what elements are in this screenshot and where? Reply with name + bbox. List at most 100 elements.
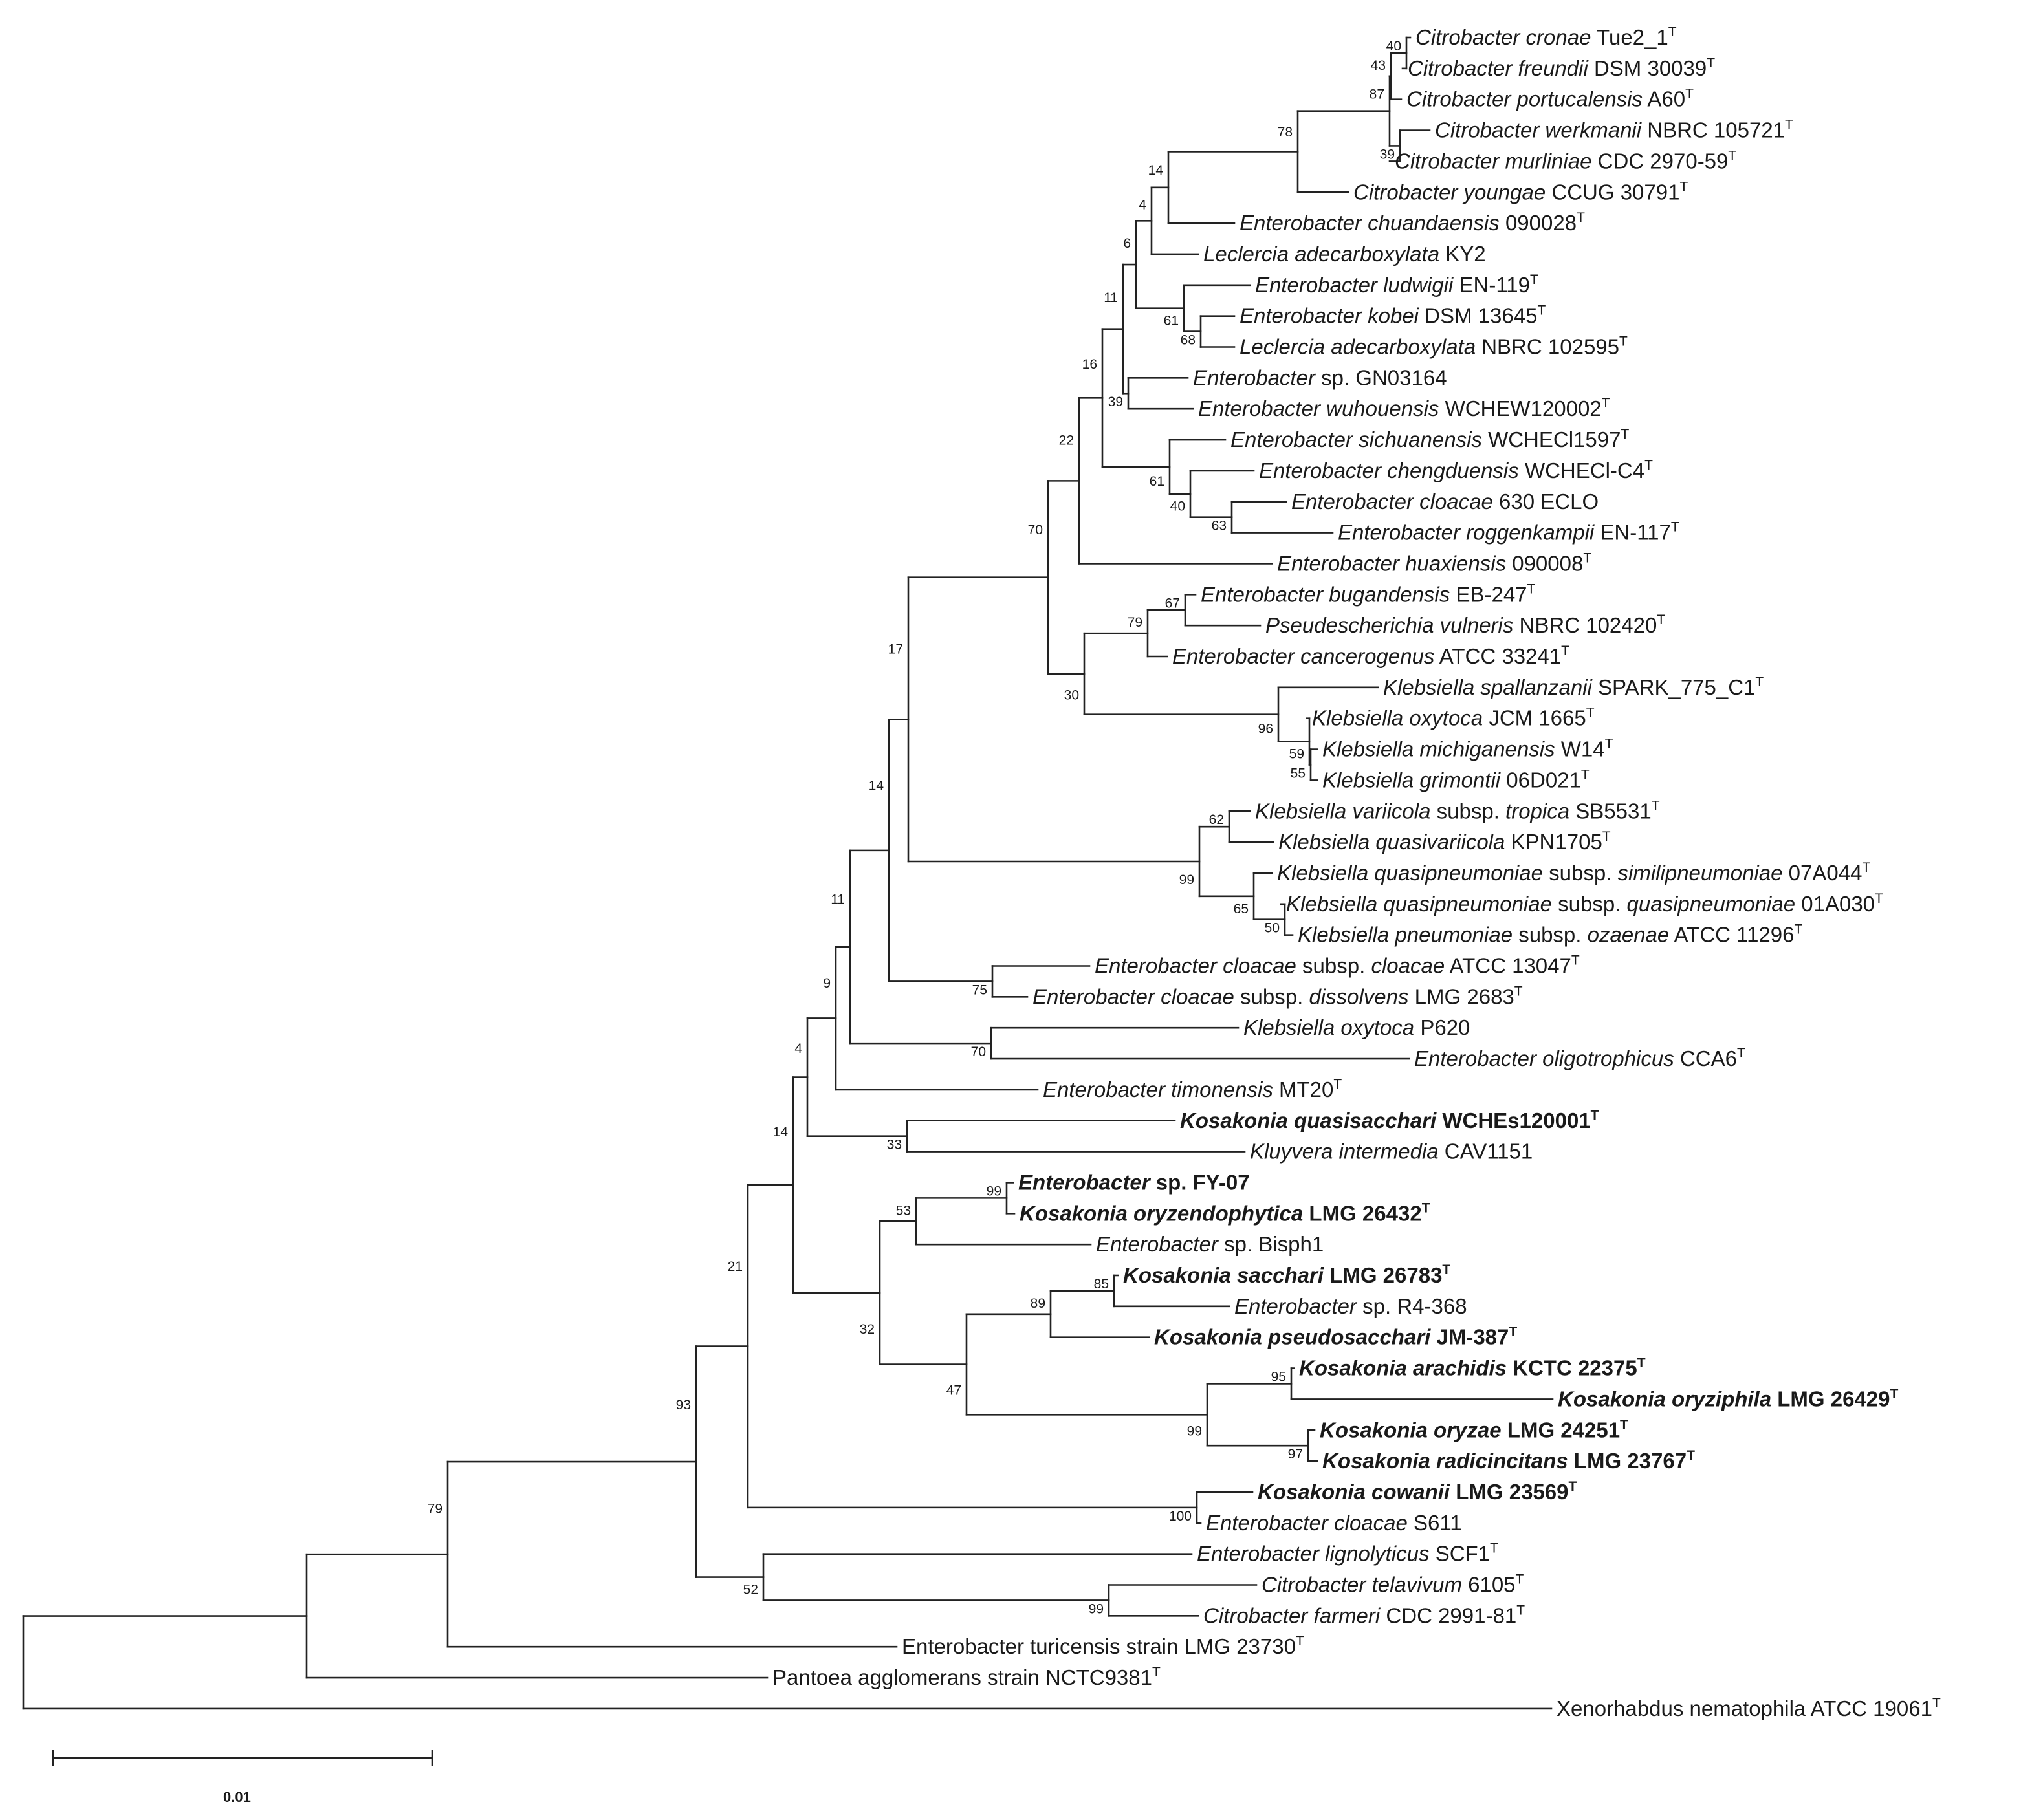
leaf-label-part: 090028	[1500, 211, 1577, 235]
type-strain-mark: T	[1152, 1665, 1161, 1680]
leaf-label: Citrobacter werkmanii NBRC 105721T	[1435, 118, 1793, 142]
type-strain-mark: T	[1527, 581, 1536, 596]
leaf-label-part: LMG 26429	[1771, 1387, 1890, 1411]
leaf-label-part: Enterobacter turicensis strain LMG 23730	[902, 1634, 1296, 1658]
bootstrap-value: 55	[1291, 766, 1306, 781]
leaf-label: Klebsiella quasipneumoniae subsp. quasip…	[1286, 891, 1883, 916]
leaf-label-part: CAV1151	[1439, 1140, 1533, 1164]
leaf-label: Enterobacter chengduensis WCHECl-C4T	[1259, 458, 1653, 482]
leaf-label-part: NBRC 102595	[1476, 335, 1619, 359]
bootstrap-value: 14	[869, 779, 884, 794]
leaf-label: Klebsiella oxytoca P620	[1243, 1015, 1470, 1039]
bootstrap-value: 6	[1123, 236, 1131, 251]
leaf-label-part: LMG 24251	[1502, 1418, 1620, 1442]
bootstrap-value: 47	[946, 1383, 961, 1398]
leaf-label-part: Klebsiella oxytoca	[1312, 706, 1483, 730]
leaf-label-part: MT20	[1273, 1078, 1334, 1101]
bootstrap-value: 40	[1386, 39, 1401, 54]
leaf-label-part: Citrobacter youngae	[1353, 180, 1546, 204]
bootstrap-value: 63	[1212, 519, 1227, 534]
leaf-label-part: WCHECl1597	[1482, 428, 1621, 451]
leaf-label-part: 01A030	[1795, 892, 1875, 916]
leaf-label-part: Klebsiella variicola	[1255, 799, 1430, 823]
leaf-label-part: LMG 2683	[1409, 984, 1514, 1008]
bootstrap-value: 99	[1089, 1601, 1104, 1616]
type-strain-mark: T	[1333, 1077, 1342, 1092]
leaf-label: Enterobacter sp. Bisph1	[1096, 1232, 1324, 1256]
leaf-label-part: subsp.	[1296, 954, 1371, 978]
leaf-label-part: Leclercia adecarboxylata	[1240, 335, 1476, 359]
bootstrap-value: 67	[1165, 596, 1180, 611]
leaf-label-part: Enterobacter sichuanensis	[1230, 428, 1482, 451]
leaf-label: Kosakonia pseudosacchari JM-387T	[1154, 1325, 1517, 1349]
scale-bar-label: 0.01	[223, 1789, 251, 1805]
leaf-label-part: NBRC 105721	[1641, 118, 1785, 142]
leaf-label-part: subsp.	[1552, 892, 1627, 916]
bootstrap-value: 68	[1181, 333, 1196, 348]
leaf-label: Enterobacter timonensis MT20T	[1043, 1077, 1342, 1101]
leaf-label: Enterobacter chuandaensis 090028T	[1240, 210, 1585, 235]
type-strain-mark: T	[1537, 303, 1546, 318]
leaf-label: Klebsiella oxytoca JCM 1665T	[1312, 706, 1595, 730]
leaf-label: Enterobacter cloacae subsp. dissolvens L…	[1032, 984, 1523, 1008]
leaf-label-part: quasipneumoniae	[1627, 892, 1796, 916]
leaf-label-part: ATCC 13047	[1445, 954, 1571, 978]
leaf-label-part: Klebsiella spallanzanii	[1383, 675, 1593, 699]
bootstrap-value: 100	[1169, 1509, 1192, 1524]
bootstrap-value: 43	[1371, 58, 1386, 73]
leaf-label-part: Enterobacter huaxiensis	[1277, 551, 1506, 575]
leaf-label-part: EB-247	[1450, 582, 1527, 606]
leaf-label-part: JCM 1665	[1483, 706, 1586, 730]
leaf-label-part: Kosakonia oryzendophytica	[1020, 1201, 1303, 1225]
leaf-label: Enterobacter ludwigii EN-119T	[1255, 272, 1538, 297]
leaf-label: Enterobacter huaxiensis 090008T	[1277, 550, 1591, 575]
leaf-label-part: SB5531	[1569, 799, 1652, 823]
leaf-label: Enterobacter cloacae S611	[1206, 1511, 1462, 1535]
type-strain-mark: T	[1591, 1108, 1599, 1123]
type-strain-mark: T	[1516, 1603, 1525, 1618]
leaf-label-part: Citrobacter werkmanii	[1435, 118, 1643, 142]
leaf-label: Klebsiella pneumoniae subsp. ozaenae ATC…	[1298, 922, 1802, 947]
leaf-label-part: 6105	[1462, 1573, 1516, 1597]
type-strain-mark: T	[1561, 644, 1569, 658]
leaf-label-part: Citrobacter telavivum	[1262, 1573, 1462, 1597]
type-strain-mark: T	[1728, 148, 1736, 163]
leaf-label-part: Enterobacter lignolyticus	[1197, 1542, 1430, 1566]
leaf-label-part: Enterobacter cancerogenus	[1172, 644, 1434, 668]
bootstrap-value: 65	[1234, 902, 1249, 916]
bootstrap-value: 61	[1164, 314, 1179, 329]
leaf-label-part: cloacae	[1371, 954, 1445, 978]
type-strain-mark: T	[1509, 1325, 1517, 1339]
bootstrap-value: 99	[1187, 1424, 1202, 1438]
scale-bar: 0.01	[52, 1750, 433, 1805]
type-strain-mark: T	[1490, 1541, 1498, 1556]
bootstrap-value: 97	[1288, 1447, 1303, 1462]
leaf-label-part: SPARK_775_C1	[1592, 675, 1756, 699]
bootstrap-value: 87	[1370, 87, 1384, 102]
leaf-label: Citrobacter telavivum 6105T	[1262, 1572, 1524, 1597]
leaf-label: Enterobacter sp. GN03164	[1193, 365, 1447, 389]
type-strain-mark: T	[1621, 427, 1629, 442]
leaf-label: Enterobacter sichuanensis WCHECl1597T	[1230, 427, 1629, 451]
leaf-label: Enterobacter oligotrophicus CCA6T	[1414, 1046, 1745, 1070]
leaf-label-part: Klebsiella quasipneumoniae	[1277, 861, 1543, 885]
type-strain-mark: T	[1794, 922, 1802, 937]
type-strain-mark: T	[1679, 179, 1688, 194]
leaf-label: Enterobacter cloacae subsp. cloacae ATCC…	[1095, 953, 1580, 978]
bootstrap-value: 70	[1028, 523, 1043, 537]
bootstrap-value: 62	[1209, 812, 1224, 827]
leaf-label: Pantoea agglomerans strain NCTC9381T	[772, 1665, 1161, 1689]
leaf-label-part: Enterobacter chengduensis	[1259, 459, 1519, 482]
leaf-label-part: CDC 2991-81	[1380, 1603, 1516, 1627]
leaf-label-part: Pantoea agglomerans strain NCTC9381	[772, 1665, 1152, 1689]
type-strain-mark: T	[1569, 1479, 1577, 1494]
type-strain-mark: T	[1581, 767, 1590, 782]
leaf-label-part: Enterobacter ludwigii	[1255, 273, 1454, 297]
leaf-label-part: Citrobacter cronae	[1415, 25, 1591, 49]
leaf-label: Kosakonia radicincitans LMG 23767T	[1322, 1448, 1695, 1473]
bootstrap-value: 16	[1082, 357, 1097, 372]
bootstrap-value: 78	[1278, 125, 1293, 140]
leaf-label-part: Kosakonia sacchari	[1123, 1263, 1324, 1287]
bootstrap-value: 70	[971, 1045, 986, 1059]
